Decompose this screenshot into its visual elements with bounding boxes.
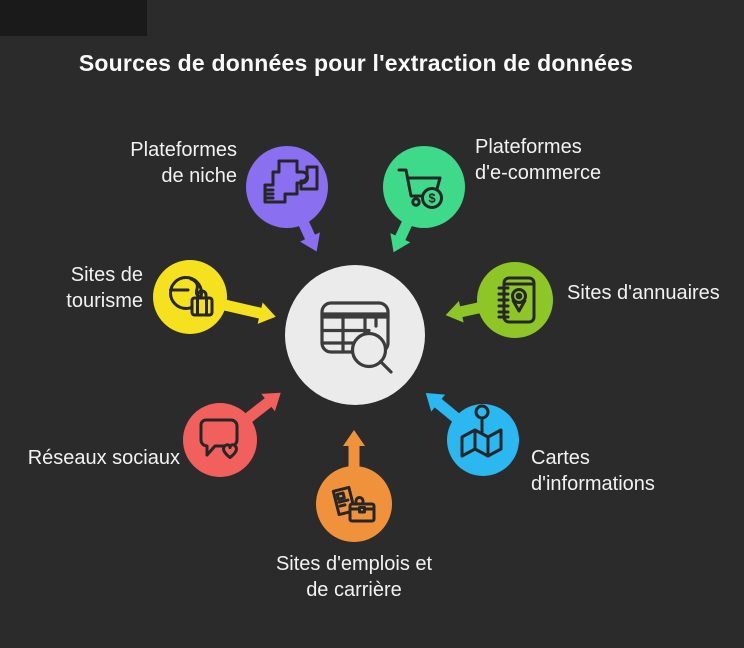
node-label-annuaires: Sites d'annuaires	[567, 282, 720, 304]
arrow-head	[261, 392, 281, 412]
node-circle-cartes	[447, 404, 519, 476]
dollar-glyph: $	[428, 191, 436, 206]
node-label-emplois: Sites d'emplois et de carrière	[275, 553, 433, 601]
map-pin-icon	[460, 404, 503, 458]
node-label-cartes: Cartes d'informations	[531, 447, 655, 495]
node-label-ecommerce: Plateformes d'e-commerce	[475, 136, 602, 184]
briefcase-docs-icon	[331, 485, 376, 523]
cart-dollar-icon: $	[397, 168, 443, 209]
arrow-head	[257, 302, 276, 324]
table-search-icon	[320, 301, 393, 374]
node-circle-tourisme	[153, 260, 227, 334]
node-label-tourisme: Sites de tourisme	[66, 264, 143, 312]
chat-heart-icon	[199, 418, 239, 459]
center-circle	[285, 265, 425, 405]
puzzle-icon	[263, 159, 319, 204]
page-title: Sources de données pour l'extraction de …	[78, 50, 634, 76]
arrow-head	[390, 233, 411, 253]
node-label-sociaux: Réseaux sociaux	[27, 447, 180, 469]
corner-block	[0, 0, 147, 36]
directory-pin-icon	[497, 276, 536, 324]
arrow-head	[425, 393, 446, 412]
node-circle-sociaux	[183, 403, 257, 477]
node-label-niche: Plateformes de niche	[130, 139, 237, 187]
arrow-head	[445, 300, 464, 323]
arrow-head	[343, 430, 365, 446]
globe-luggage-icon	[169, 276, 214, 317]
arrow-head	[299, 232, 320, 252]
node-circle-ecommerce	[383, 146, 465, 228]
